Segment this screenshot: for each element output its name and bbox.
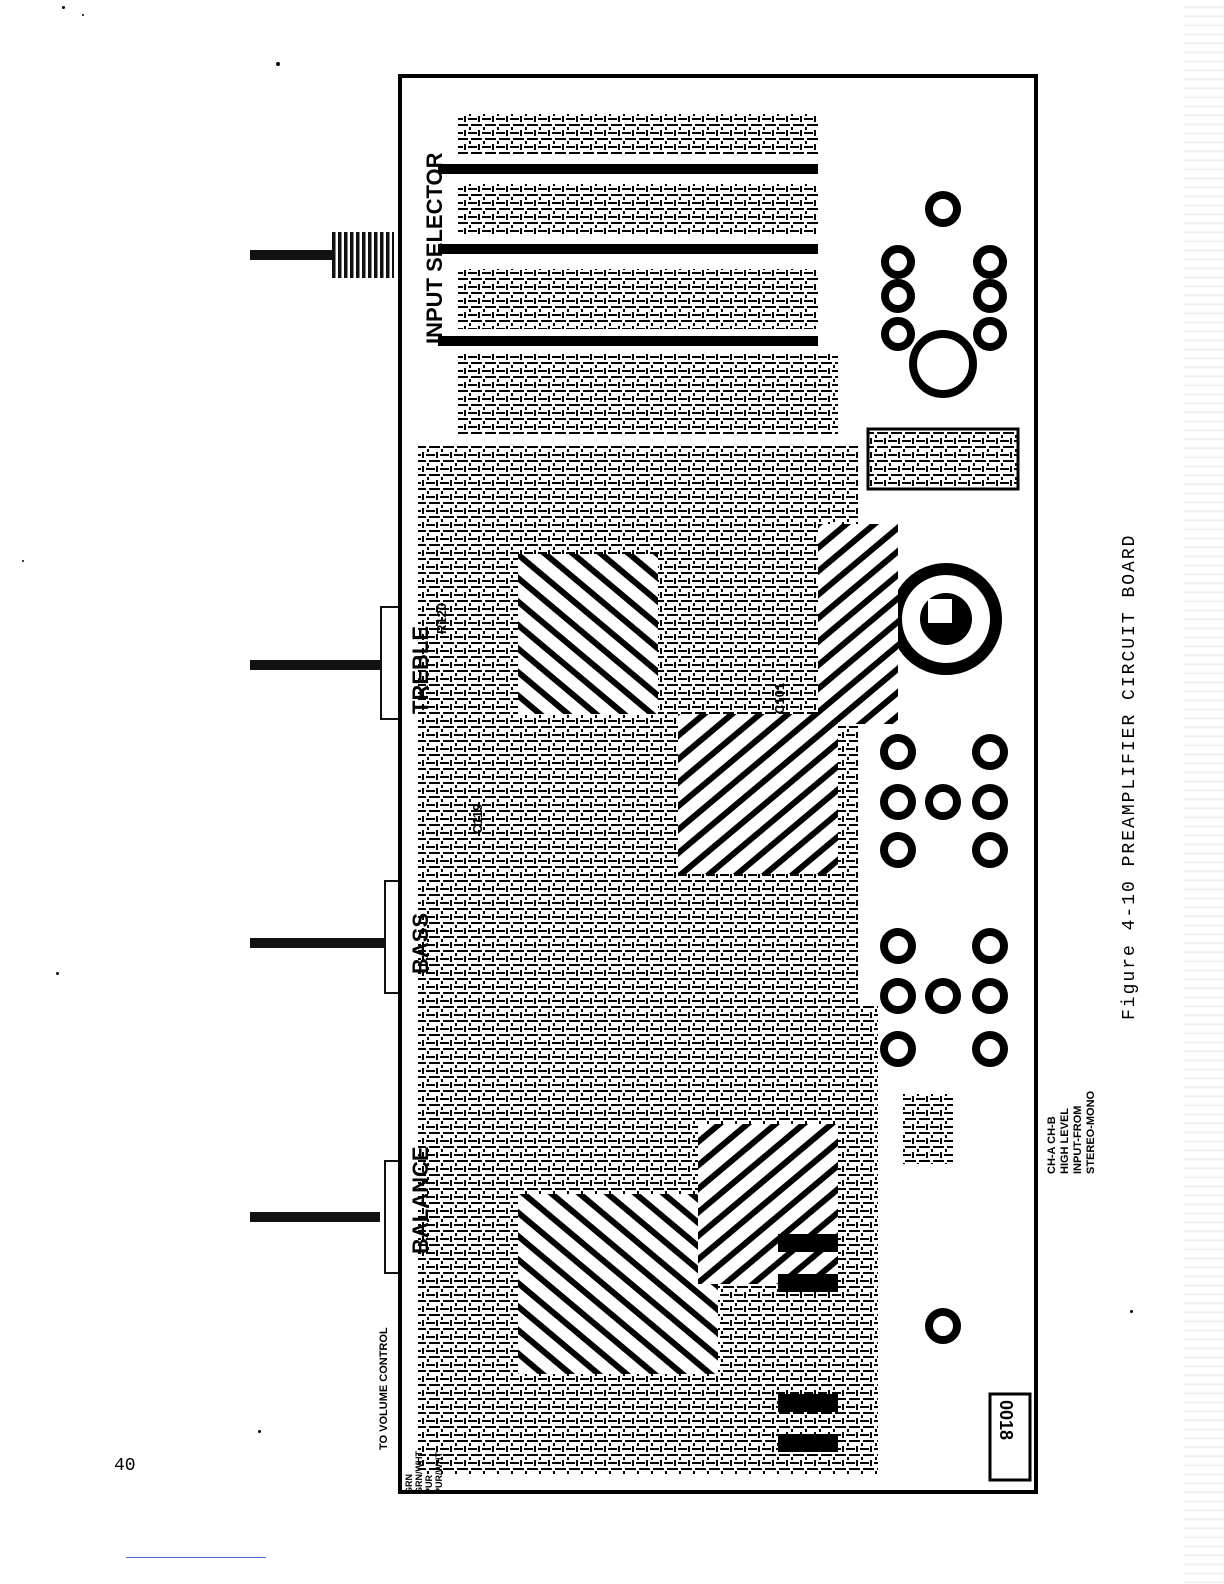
page-number: 40 [114, 1456, 136, 1476]
scan-edge [1184, 0, 1224, 1584]
balance-shaft [250, 1212, 380, 1222]
board-illustration: INPUT SELECTOR TREBLE BASS BALANCE C101 … [398, 74, 1038, 1494]
board-label-bass: BASS [408, 913, 433, 974]
input-selector-shaft [250, 250, 340, 260]
board-label-c119: C119 [470, 804, 485, 834]
wire-color-labels: GRN GRN/WHT PUR PUR/WHT [404, 1451, 444, 1494]
input-selector-bushing [332, 232, 394, 278]
board-label-balance: BALANCE [408, 1146, 433, 1254]
connector-label-line: STEREO-MONO [1085, 1091, 1098, 1174]
treble-shaft [250, 660, 390, 670]
board-label-treble: TREBLE [408, 626, 433, 714]
preamplifier-circuit-board-photo: INPUT SELECTOR TREBLE BASS BALANCE C101 … [398, 74, 1038, 1494]
bass-shaft [250, 938, 390, 948]
board-label-c101: C101 [772, 683, 787, 714]
scan-speck [258, 1430, 261, 1433]
connector-label-line: HIGH LEVEL [1059, 1091, 1072, 1174]
board-label-input-selector: INPUT SELECTOR [422, 152, 447, 344]
wire-color-label: PUR/WHT [434, 1451, 444, 1494]
scan-speck [62, 6, 65, 9]
scan-speck [1130, 1310, 1133, 1313]
figure-caption: Figure 4-10 PREAMPLIFIER CIRCUIT BOARD [1120, 534, 1140, 1020]
connector-label: CH-A CH-B HIGH LEVEL INPUT-FROM STEREO-M… [1046, 1091, 1098, 1174]
wire-color-label: PUR [424, 1451, 434, 1494]
scan-speck [82, 14, 84, 16]
connector-label-line: CH-A CH-B [1046, 1091, 1059, 1174]
connector-label-line: INPUT-FROM [1072, 1091, 1085, 1174]
volume-control-label: TO VOLUME CONTROL [378, 1327, 390, 1450]
board-label-r120: R120 [434, 603, 449, 634]
wire-color-label: GRN [404, 1451, 414, 1494]
wire-color-label: GRN/WHT [414, 1451, 424, 1494]
scan-speck [276, 62, 280, 66]
footer-rule [126, 1557, 266, 1558]
scan-speck [56, 972, 59, 975]
scan-speck [22, 560, 24, 562]
board-label-0018: 0018 [996, 1400, 1016, 1440]
